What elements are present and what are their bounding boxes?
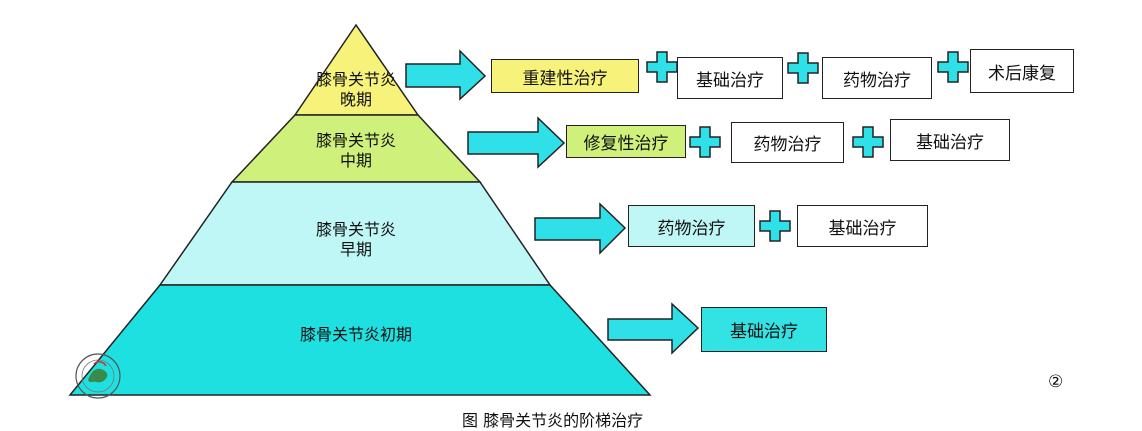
row1-box-rehab: 术后康复 — [970, 49, 1074, 93]
logo-seal — [75, 353, 121, 399]
figure-number: ② — [1048, 372, 1064, 392]
pyramid-tier-initial — [68, 284, 652, 396]
arrow-row2 — [467, 116, 566, 169]
plus-icon — [759, 210, 791, 242]
arrow-row3 — [534, 202, 627, 255]
tier2-label-line2: 中期 — [339, 151, 372, 170]
row3-box-basic: 基础治疗 — [797, 205, 928, 247]
plus-icon — [787, 52, 819, 84]
pyramid-diagram — [68, 23, 969, 399]
tier1-label: 膝骨关节炎 晚期 — [300, 70, 412, 110]
row2-box-basic: 基础治疗 — [890, 119, 1010, 161]
tier4-label: 膝骨关节炎初期 — [270, 325, 442, 345]
tier3-label: 膝骨关节炎 早期 — [300, 220, 412, 260]
row1-box-reconstruction: 重建性治疗 — [491, 59, 639, 93]
figure-caption: 图 膝骨关节炎的阶梯治疗 — [462, 411, 644, 430]
tier4-label-line1: 膝骨关节炎初期 — [299, 325, 412, 344]
plus-icon — [937, 51, 969, 83]
tier2-label: 膝骨关节炎 中期 — [300, 131, 412, 171]
arrow-row4 — [607, 302, 700, 355]
row1-box-basic: 基础治疗 — [677, 57, 783, 99]
arrow-row1 — [405, 49, 487, 101]
tier3-label-line2: 早期 — [339, 240, 372, 259]
row1-box-drug: 药物治疗 — [822, 57, 932, 99]
tier1-label-line2: 晚期 — [339, 90, 372, 109]
row2-box-drug: 药物治疗 — [731, 122, 844, 163]
row2-box-repair: 修复性治疗 — [566, 125, 686, 158]
tier1-label-line1: 膝骨关节炎 — [315, 70, 396, 89]
row4-box-basic: 基础治疗 — [701, 307, 827, 352]
plus-icon — [689, 126, 721, 158]
plus-icon — [852, 126, 884, 158]
tier2-label-line1: 膝骨关节炎 — [315, 131, 396, 150]
plus-icon — [646, 51, 678, 83]
row3-box-drug: 药物治疗 — [628, 205, 755, 247]
tier3-label-line1: 膝骨关节炎 — [315, 220, 396, 239]
